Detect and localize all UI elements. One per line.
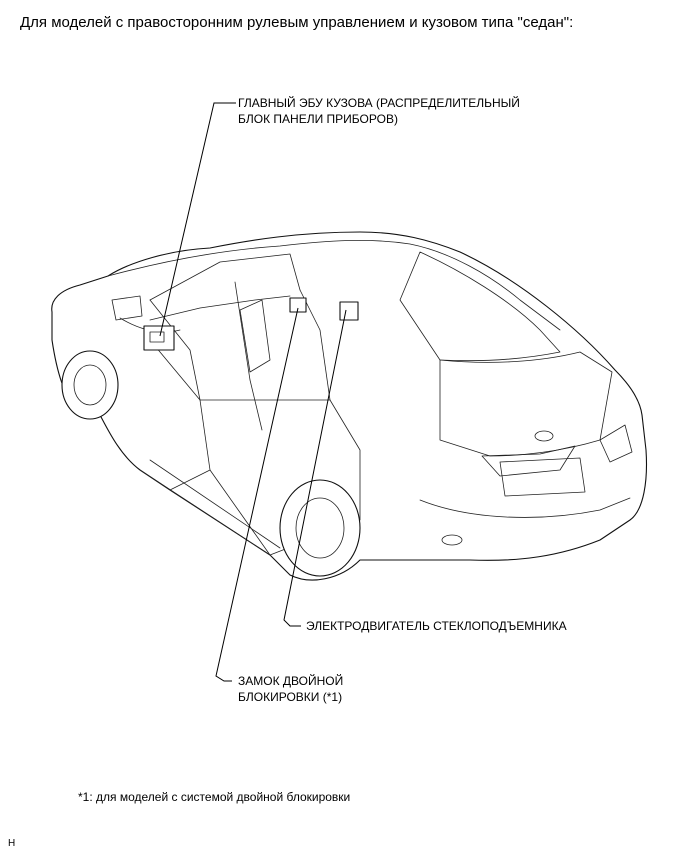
callout-double-lock-line1: ЗАМОК ДВОЙНОЙ: [238, 674, 344, 688]
double-lock-component: [289, 297, 307, 313]
callout-window-motor-line1: ЭЛЕКТРОДВИГАТЕЛЬ СТЕКЛОПОДЪЕМНИКА: [306, 619, 567, 633]
windshield: [149, 253, 301, 301]
callout-body-ecu: ГЛАВНЫЙ ЭБУ КУЗОВА (РАСПРЕДЕЛИТЕЛЬНЫЙ БЛ…: [238, 95, 520, 127]
body-ecu-component: [143, 325, 175, 351]
callout-body-ecu-line1: ГЛАВНЫЙ ЭБУ КУЗОВА (РАСПРЕДЕЛИТЕЛЬНЫЙ: [238, 96, 520, 110]
emblem: [534, 430, 554, 442]
car-body-outline: [51, 231, 647, 581]
tail-light-right: [599, 424, 633, 463]
callout-double-lock-line2: БЛОКИРОВКИ (*1): [238, 690, 343, 704]
front-door: [149, 339, 211, 491]
page-heading: Для моделей с правосторонним рулевым упр…: [20, 14, 574, 31]
rear-wheel: [279, 479, 361, 577]
tail-light-left: [481, 445, 576, 477]
center-console: [239, 299, 271, 373]
rear-bumper: [419, 497, 631, 518]
callout-double-lock: ЗАМОК ДВОЙНОЙ БЛОКИРОВКИ (*1): [238, 673, 343, 705]
license-plate: [499, 457, 586, 497]
rear-window: [399, 251, 561, 362]
trunk-lid: [439, 351, 613, 457]
leader-window-motor: [283, 309, 347, 627]
rear-door: [199, 399, 361, 556]
callout-window-motor: ЭЛЕКТРОДВИГАТЕЛЬ СТЕКЛОПОДЪЕМНИКА: [306, 618, 567, 634]
callout-body-ecu-line2: БЛОК ПАНЕЛИ ПРИБОРОВ): [238, 112, 398, 126]
footnote: *1: для моделей с системой двойной блоки…: [78, 790, 351, 804]
figure-code: H: [8, 838, 16, 849]
b-pillar: [234, 281, 263, 431]
fog-light: [441, 534, 463, 546]
window-motor-component: [339, 301, 359, 321]
roof-line: [107, 239, 561, 331]
leader-double-lock: [215, 307, 299, 682]
c-pillar: [299, 289, 331, 401]
rocker-panel: [139, 459, 281, 556]
front-wheel: [61, 350, 119, 420]
leader-body-ecu: [159, 102, 236, 337]
side-mirror: [111, 295, 143, 321]
